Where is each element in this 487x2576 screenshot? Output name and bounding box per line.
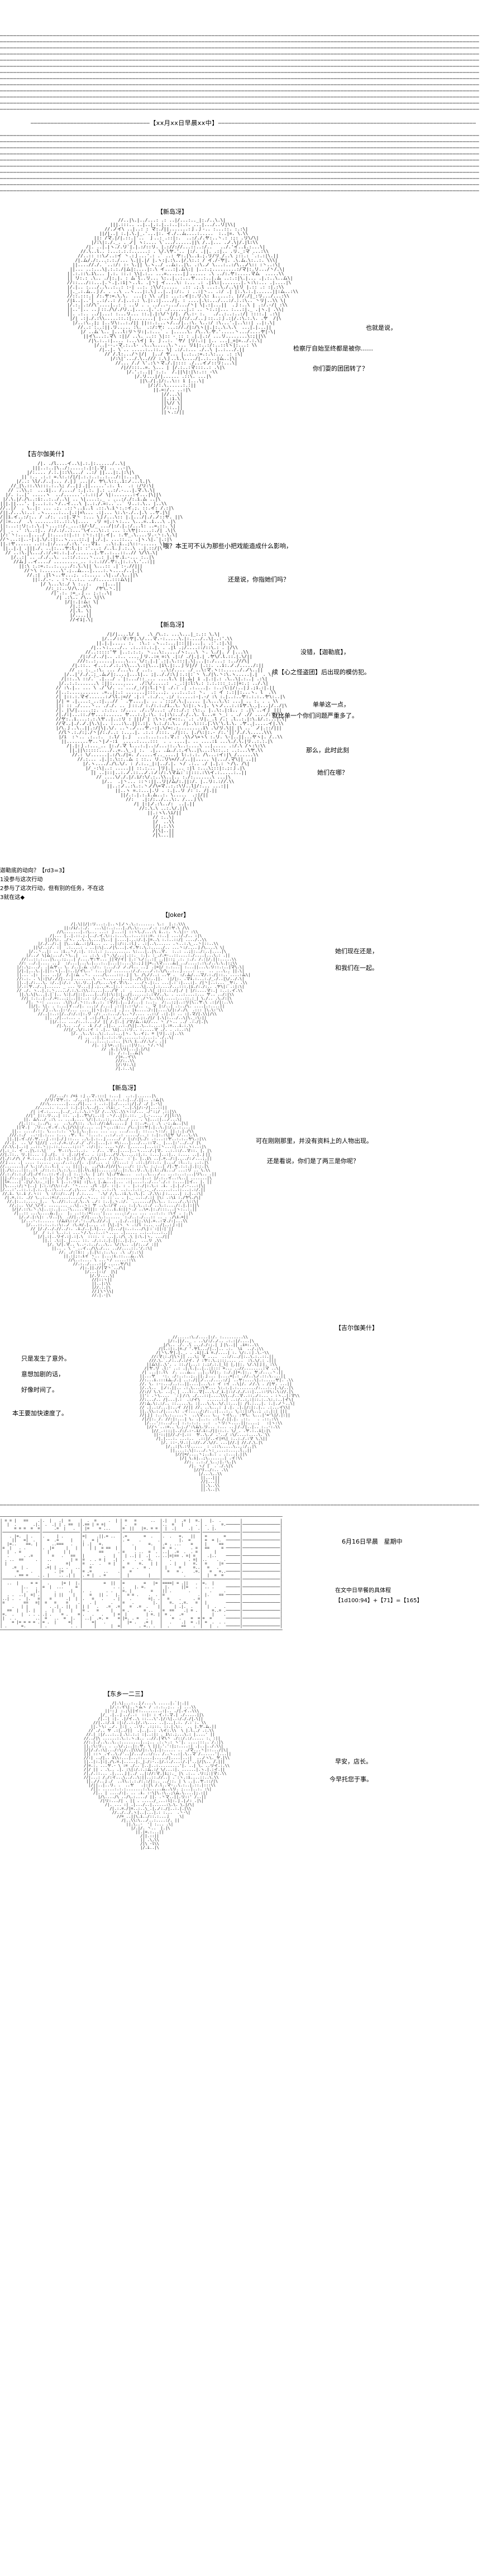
- street-scene-art: ────────────────────────────────────────…: [0, 1515, 283, 1632]
- dice-1-option-2: 3就在这◆: [0, 895, 25, 901]
- scene-3-speaker: 【新岛冴】: [157, 621, 188, 628]
- scene-4-portrait: /|.\||/|:リ...:.|..ヽ|ノヽ.\.:....... \.: |.…: [17, 922, 251, 1071]
- scene-7: 【东乡一二三】 /|.\|...:..亅/....\ .....|.`|:.||…: [0, 1690, 487, 1858]
- scene-3-line-2: 单单这一点，: [313, 701, 350, 708]
- scene-3-line-0: 没错，【迦勒底】，: [300, 648, 350, 656]
- scene-timestamp-row: ────────────────────────────────────【xx月…: [31, 119, 476, 127]
- scene-break-date: 6月16日早晨 星期中: [342, 1538, 403, 1545]
- scene-6-portrait: //.....:\./....|:/. :.........\\ |/:.||/…: [140, 1335, 300, 1492]
- scene-3: 【新岛冴】 /|/|....l/ i .\ /\.:. ...\...|_:.:…: [0, 621, 487, 867]
- hatch-bottom: ────────────────────────────────────────…: [0, 133, 480, 194]
- hatch-top: ────────────────────────────────────────…: [0, 33, 480, 113]
- scene-5: 【新岛冴】 /|/.../: /=i :亅..マ.:::| :...| ..:.…: [0, 1084, 487, 1324]
- dice-2-prompt: 在文中日早餐的具体程: [335, 1588, 391, 1594]
- dice-1-option-0: 1没参与这次行动: [0, 877, 43, 883]
- scene-7-line-1: 今早托您于事。: [330, 1776, 373, 1783]
- scene-7-line-0: 早安，店长。: [335, 1758, 372, 1765]
- scene-2-speaker: 【吉尔伽美什】: [25, 450, 68, 458]
- scene-1-line-1: 检察厅自始至终都是被你……: [293, 345, 373, 352]
- scene-1: 【新岛冴】 //..|\.|../...: .: ..|/...:.._|:./…: [0, 208, 487, 443]
- scene-5-speaker: 【新岛冴】: [109, 1084, 140, 1092]
- scene-7-portrait: /|.\|...:..亅/....\ .....|.`|:.|| |/.:.イ\…: [84, 1701, 232, 1850]
- scene-1-portrait: //..|\.|../...: .: ..|/...:.._|:./..\.\|…: [67, 218, 299, 415]
- scene-4-line-1: 和我们在一起。: [335, 964, 378, 972]
- scene-3-line-1: 续【心之怪盗团】后出现的模仿犯。: [272, 669, 370, 676]
- scene-break-block: ────────────────────────────────────────…: [0, 1503, 487, 1687]
- dice-block-1: 迦勒底的动向？【rd3=3】 1没参与这次行动 2参与了这次行动，但有别的任务，…: [0, 867, 487, 906]
- scene-3-line-5: 她们在哪？: [317, 769, 348, 776]
- scene-header-block: ────────────────────────────────────────…: [0, 0, 487, 195]
- scene-7-speaker: 【东乡一二三】: [104, 1690, 147, 1698]
- scene-2-line-1: 还是说，你指她们吗？: [228, 576, 289, 583]
- scene-6-line-0: 只是发生了意外。: [21, 1355, 70, 1362]
- scene-2-portrait: /|. ./l....イ..\|.:.|:....../..\| |||..:.…: [0, 461, 183, 622]
- scene-1-line-0: 也就是说，: [366, 324, 397, 331]
- scene-5-line-0: 可在刚刚那里，并没有资料上的人物出现。: [256, 1137, 373, 1145]
- scene-6-line-1: 意想加剧的话，: [21, 1371, 64, 1378]
- dice-1-prompt: 迦勒底的动向？【rd3=3】: [0, 868, 68, 874]
- scene-4-line-0: 她们现在还是，: [335, 948, 378, 955]
- scene-6-line-2: 好像时间了。: [21, 1386, 58, 1393]
- scene-6-speaker: 【吉尔伽美什】: [335, 1324, 378, 1332]
- dice-2-option-0: 【1d100:94】+【71】=【165】: [335, 1598, 423, 1604]
- scene-timestamp: 【xx月xx日早晨xx中】: [150, 119, 218, 127]
- aa-story-page: ────────────────────────────────────────…: [0, 0, 487, 1858]
- dice-1-option-1: 2参与了这次行动，但有别的任务，不在这: [0, 886, 104, 892]
- scene-2-line-0: 哦？本王可不认为那些小把戏能造成什么影响，: [163, 542, 292, 550]
- scene-5-line-1: 还是看说，你们是了两三是你呢？: [267, 1157, 359, 1165]
- scene-1-line-2: 你们耍的团团转了？: [313, 365, 368, 372]
- scene-4: 【Joker】 /|.\||/|:リ...:.|..ヽ|ノヽ.\.:......…: [0, 911, 487, 1084]
- scene-6-line-3: 本王要加快速度了。: [12, 1410, 68, 1417]
- scene-4-speaker: 【Joker】: [162, 911, 190, 919]
- scene-break-rule: ────────────────────────────────────────…: [0, 1503, 480, 1508]
- scene-3-line-3: 就比单一个你们问题严重多了。: [272, 712, 358, 719]
- scene-3-portrait: /|/|....l/ i .\ /\.:. ...\...|_:.:: \.\|…: [56, 632, 288, 838]
- scene-6: 【吉尔伽美什】 //.....:\./....|:/. :.........\\…: [0, 1324, 487, 1503]
- scene-5-portrait: /|/.../: /=i :亅..マ.:::| :...| ..:.|.....…: [0, 1094, 217, 1297]
- scene-1-speaker: 【新岛冴】: [157, 208, 188, 215]
- scene-3-line-4: 那么，此时此刻: [306, 747, 349, 754]
- scene-2: 【吉尔伽美什】 /|. ./l....イ..\|.:.|:....../..\|…: [0, 443, 487, 622]
